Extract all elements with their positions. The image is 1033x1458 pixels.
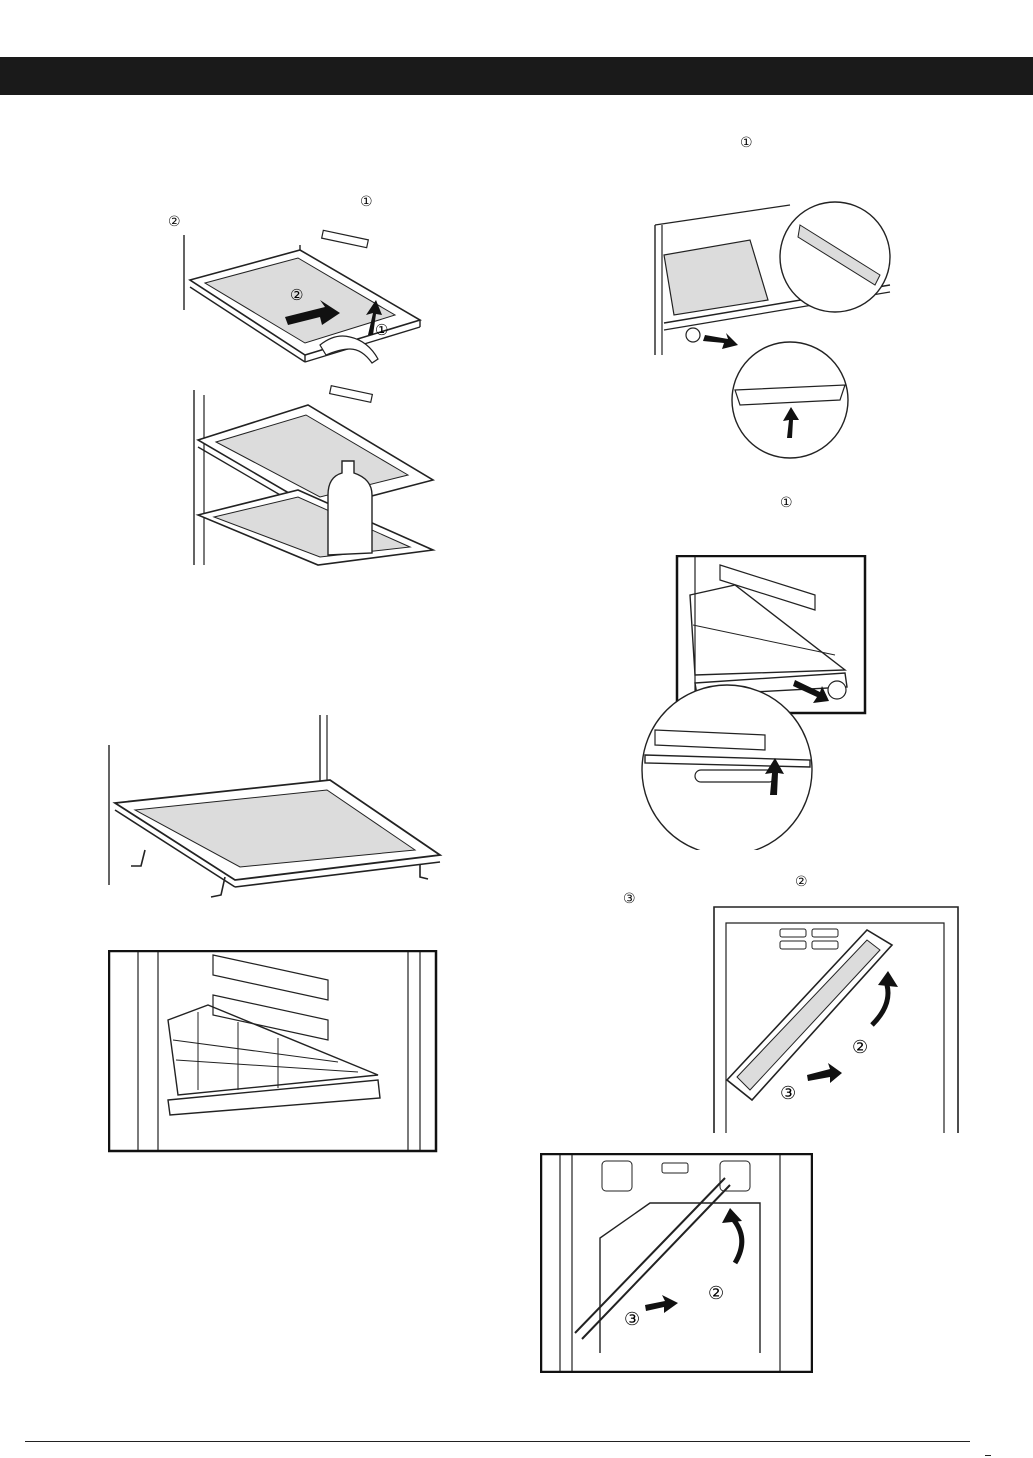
svg-text:③: ③ bbox=[780, 1083, 796, 1104]
figure-rack-magnified bbox=[635, 555, 867, 850]
svg-text:②: ② bbox=[708, 1283, 724, 1304]
hand-icon bbox=[320, 336, 378, 363]
step-marker-2-lower-right: ② bbox=[795, 875, 808, 889]
figure-door-bin-removal: ② ③ bbox=[540, 1153, 813, 1373]
step-marker-3-lower-right: ③ bbox=[623, 892, 636, 906]
svg-text:②: ② bbox=[852, 1037, 868, 1058]
figure-shelf-with-bottle bbox=[188, 385, 448, 570]
figure-shelf-insert: ② ① bbox=[170, 225, 440, 375]
figure-wire-shelf bbox=[108, 950, 438, 1153]
figure-door-shelf-tilt: ② ③ bbox=[712, 905, 960, 1135]
figure-bottom-glass-shelf bbox=[105, 715, 450, 905]
footer-rule bbox=[25, 1441, 970, 1442]
figure-shelf-detail-callouts bbox=[650, 195, 895, 460]
step-marker-1-mid-right: ① bbox=[780, 496, 793, 510]
header-bar bbox=[0, 57, 1033, 95]
svg-text:①: ① bbox=[375, 321, 388, 339]
svg-text:②: ② bbox=[290, 286, 303, 304]
step-marker-1-right: ① bbox=[740, 136, 753, 150]
footer-dash bbox=[985, 1455, 991, 1456]
svg-text:③: ③ bbox=[624, 1309, 640, 1330]
step-marker-1: ① bbox=[360, 195, 373, 209]
arrow-right-icon bbox=[703, 333, 738, 349]
